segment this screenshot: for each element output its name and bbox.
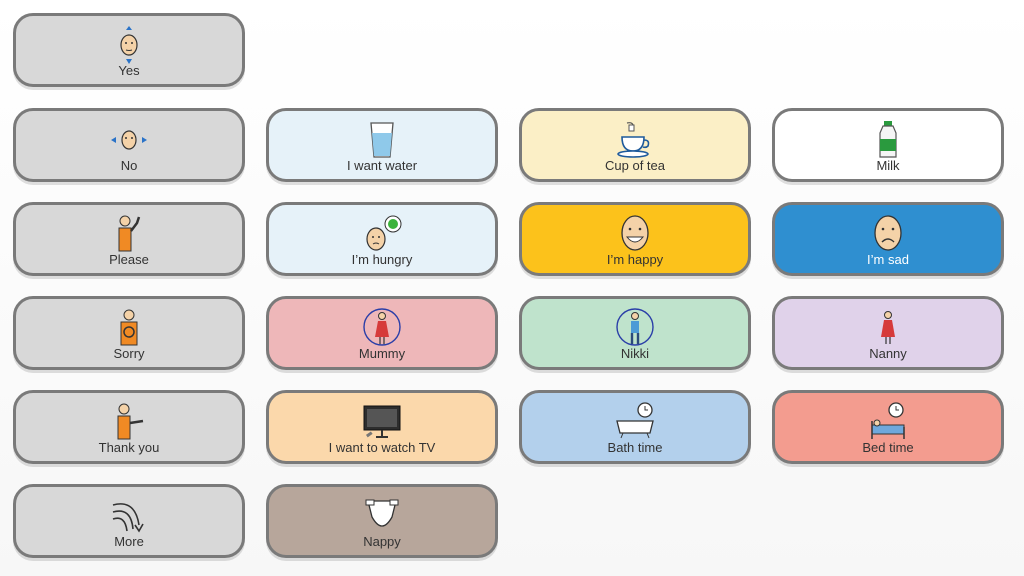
tile-cup-of-tea[interactable]: Cup of tea <box>519 108 751 182</box>
man-icon <box>616 308 654 346</box>
tile-no[interactable]: No <box>13 108 245 182</box>
woman-icon <box>363 308 401 346</box>
tile-thank-you[interactable]: Thank you <box>13 390 245 464</box>
tile-label: I want to watch TV <box>328 440 436 455</box>
tile-label: Please <box>109 252 149 267</box>
hungry-face-icon <box>366 215 402 251</box>
tile-nikki[interactable]: Nikki <box>519 296 751 370</box>
tile-label: I’m sad <box>867 252 909 267</box>
teacup-icon <box>617 122 650 158</box>
tile-label: Bath time <box>607 440 663 455</box>
tile-label: Mummy <box>358 346 406 361</box>
tile-label: I’m happy <box>606 252 664 267</box>
tile-bed-time[interactable]: Bed time <box>772 390 1004 464</box>
face-shake-icon <box>111 130 147 150</box>
tile-i-want-to-watch-tv[interactable]: I want to watch TV <box>266 390 498 464</box>
sad-face-icon <box>874 215 902 251</box>
tile-label: Yes <box>118 63 140 78</box>
bed-clock-icon <box>871 402 905 439</box>
happy-face-icon <box>621 215 649 251</box>
tile-label: Nappy <box>363 534 401 549</box>
tile-yes[interactable]: Yes <box>13 13 245 87</box>
tile-im-hungry[interactable]: I’m hungry <box>266 202 498 276</box>
tile-mummy[interactable]: Mummy <box>266 296 498 370</box>
tile-label: No <box>120 158 138 173</box>
tile-label: I want water <box>346 158 418 173</box>
tile-label: Milk <box>876 158 900 173</box>
tile-label: Nikki <box>620 346 650 361</box>
person-please-icon <box>118 215 141 252</box>
tile-label: I’m hungry <box>351 252 413 267</box>
tile-please[interactable]: Please <box>13 202 245 276</box>
tile-im-happy[interactable]: I’m happy <box>519 202 751 276</box>
tv-icon <box>363 405 401 438</box>
glass-of-water-icon <box>370 122 394 158</box>
tile-label: Cup of tea <box>605 158 665 173</box>
tile-i-want-water[interactable]: I want water <box>266 108 498 182</box>
person-sorry-icon <box>120 309 138 346</box>
woman-icon <box>881 311 895 344</box>
milk-bottle-icon <box>879 121 897 158</box>
tile-label: Thank you <box>98 440 160 455</box>
tile-more[interactable]: More <box>13 484 245 558</box>
tile-label: Sorry <box>113 346 145 361</box>
more-arrows-icon <box>112 503 144 533</box>
bath-clock-icon <box>616 402 654 439</box>
tile-label: Bed time <box>862 440 914 455</box>
nappy-icon <box>365 499 399 527</box>
tile-label: Nanny <box>869 346 907 361</box>
tile-nanny[interactable]: Nanny <box>772 296 1004 370</box>
tile-bath-time[interactable]: Bath time <box>519 390 751 464</box>
tile-im-sad[interactable]: I’m sad <box>772 202 1004 276</box>
person-thank-you-icon <box>117 403 144 440</box>
face-nod-icon <box>120 26 138 64</box>
tile-sorry[interactable]: Sorry <box>13 296 245 370</box>
tile-label: More <box>114 534 144 549</box>
tile-milk[interactable]: Milk <box>772 108 1004 182</box>
tile-nappy[interactable]: Nappy <box>266 484 498 558</box>
